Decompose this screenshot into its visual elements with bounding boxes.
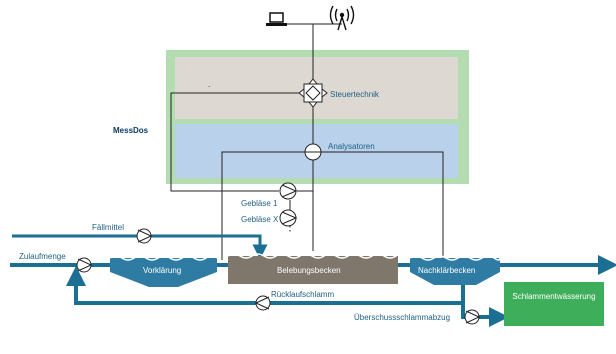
- ueberschussschlamm-line: [461, 303, 509, 327]
- geblaese-x-label: Gebläse X: [241, 215, 279, 224]
- analysatoren-label: Analysatoren: [328, 142, 375, 151]
- steuertechnik-label: Steuertechnik: [330, 90, 380, 99]
- zulaufmenge-label: Zulaufmenge: [19, 252, 66, 261]
- faellmittel-line: [12, 234, 268, 260]
- antenna-icon: [329, 5, 355, 31]
- control-panel: .: [166, 50, 469, 184]
- controller-icon: [298, 78, 328, 108]
- messdos-label: MessDos: [113, 126, 149, 135]
- faellmittel-pump-icon: [136, 228, 153, 244]
- blower-x-icon: [279, 209, 298, 227]
- nachklaerbecken-label: Nachklärbecken: [418, 266, 475, 275]
- ruecklaufschlamm-label: Rücklaufschlamm: [271, 290, 334, 299]
- schlammentwaesserung-label: Schlammentwässerung: [512, 292, 595, 301]
- ueberschussschlammabzug-label: Überschussschlammabzug: [354, 313, 450, 322]
- faellmittel-label: Fällmittel: [92, 223, 124, 232]
- vorklaerung-tank: Vorklärung: [109, 255, 218, 287]
- panel-dot: .: [208, 80, 210, 89]
- ueberschuss-pump-icon: [464, 309, 481, 325]
- laptop-icon: [266, 12, 287, 26]
- belebungsbecken-label: Belebungsbecken: [277, 266, 341, 275]
- schlammentwaesserung-box: Schlammentwässerung: [504, 282, 604, 326]
- belebungsbecken-tank: Belebungsbecken: [227, 253, 401, 284]
- nachklaerbecken-tank: Nachklärbecken: [409, 255, 501, 285]
- geblaese-1-label: Gebläse 1: [241, 199, 278, 208]
- ruecklauf-pump-icon: [254, 295, 271, 311]
- control-lines: [170, 92, 444, 260]
- vorklaerung-label: Vorklärung: [143, 266, 181, 275]
- zulauf-meter-icon: [76, 257, 93, 273]
- blower-1-icon: [279, 182, 298, 200]
